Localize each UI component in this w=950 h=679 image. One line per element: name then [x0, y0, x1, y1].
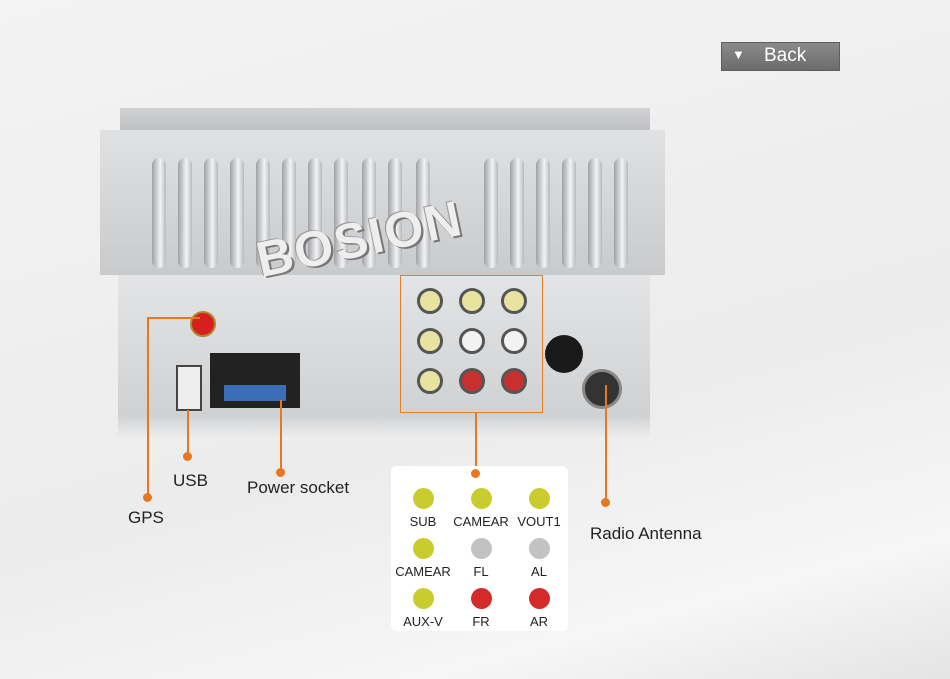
usb-port [176, 365, 202, 411]
legend-item: FR [451, 588, 511, 629]
color-dot [528, 588, 550, 609]
rca-jack [459, 368, 485, 394]
rca-jack [501, 328, 527, 354]
legend-label: FR [472, 614, 490, 629]
heatsink-fin [536, 158, 550, 268]
heatsink-fin [230, 158, 244, 268]
legend-item: VOUT1 [509, 488, 569, 529]
legend-label: VOUT1 [517, 514, 561, 529]
heatsink-fin [510, 158, 524, 268]
color-dot [412, 588, 434, 609]
legend-item: CAMEAR [451, 488, 511, 529]
legend-item: AR [509, 588, 569, 629]
legend-item: CAMEAR [393, 538, 453, 579]
device-rear-panel [118, 275, 650, 440]
rca-jack [459, 328, 485, 354]
rca-jack [417, 328, 443, 354]
legend-label: CAMEAR [395, 564, 451, 579]
usb-label: USB [173, 471, 208, 490]
heatsink-fin [388, 158, 402, 268]
legend-item: SUB [393, 488, 453, 529]
legend-item: FL [451, 538, 511, 579]
heatsink-fin [334, 158, 348, 268]
heatsink-fin [588, 158, 602, 268]
triangle-down-icon: ▼ [732, 47, 745, 62]
rca-connector-group [400, 275, 543, 413]
antenna-socket [582, 369, 622, 409]
color-dot [528, 538, 550, 559]
heatsink-fin [362, 158, 376, 268]
color-dot [470, 488, 492, 509]
color-dot [470, 538, 492, 559]
heatsink-fin [416, 158, 430, 268]
legend-label: CAMEAR [453, 514, 509, 529]
rca-jack [417, 288, 443, 314]
legend-label: AUX-V [403, 614, 443, 629]
heatsink-fin [204, 158, 218, 268]
legend-label: FL [473, 564, 489, 579]
rca-jack [501, 368, 527, 394]
color-dot [470, 588, 492, 609]
gps-connector [190, 311, 216, 337]
legend-label: AL [531, 564, 547, 579]
heatsink-fin [614, 158, 628, 268]
black-plug [545, 335, 583, 373]
radio-antenna-label: Radio Antenna [590, 524, 702, 543]
heatsink-fin [282, 158, 296, 268]
heatsink-fin [256, 158, 270, 268]
rca-jack [459, 288, 485, 314]
color-dot [412, 488, 434, 509]
heatsink-fin [484, 158, 498, 268]
back-button[interactable]: ▼ Back [721, 42, 840, 71]
legend-label: SUB [409, 514, 437, 529]
color-dot [412, 538, 434, 559]
gps-label: GPS [128, 508, 164, 527]
heatsink-fin [308, 158, 322, 268]
device-heatsink [100, 130, 665, 275]
legend-item: AL [509, 538, 569, 579]
heatsink-fin [178, 158, 192, 268]
color-dot [528, 488, 550, 509]
heatsink-fin [562, 158, 576, 268]
rca-jack [501, 288, 527, 314]
power-socket [210, 353, 300, 408]
legend-label: AR [529, 614, 549, 629]
power-socket-label: Power socket [247, 478, 350, 497]
heatsink-fin [152, 158, 166, 268]
rca-jack [417, 368, 443, 394]
legend-item: AUX-V [393, 588, 453, 629]
